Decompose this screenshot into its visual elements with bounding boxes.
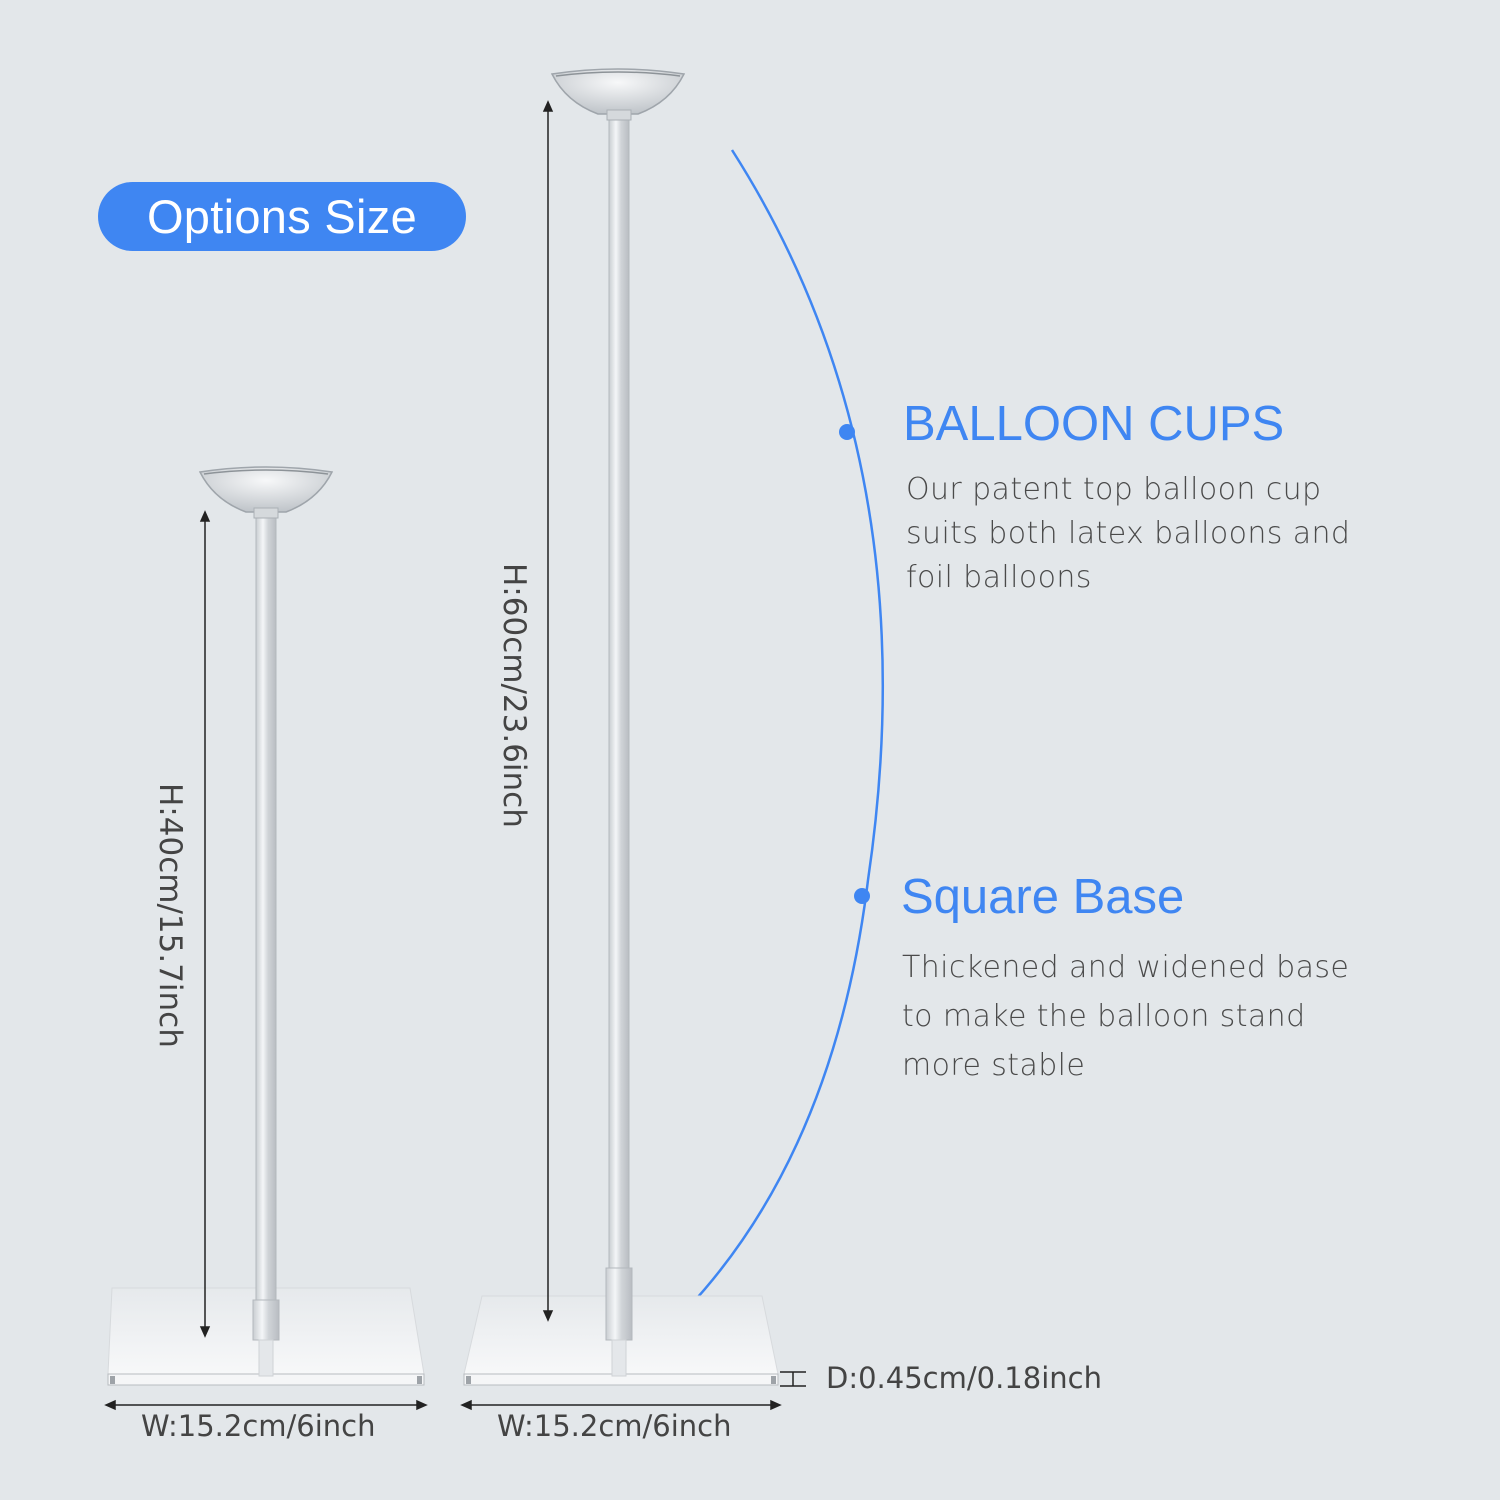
large-stand-pole (605, 117, 633, 1377)
square-base-title: Square Base (901, 870, 1185, 924)
balloon-cups-title: BALLOON CUPS (903, 397, 1285, 451)
square-base-description: Thickened and widened base to make the b… (902, 943, 1349, 1090)
description-line: more stable (902, 1048, 1086, 1083)
small-stand-pole (252, 513, 280, 1377)
large-height-arrow (542, 100, 554, 1322)
small-width-arrow (104, 1399, 428, 1411)
connector-arc (687, 149, 884, 1309)
large-width-arrow (460, 1399, 782, 1411)
base-dot (854, 888, 870, 904)
description-line: to make the balloon stand (902, 999, 1306, 1034)
cups-dot (839, 424, 855, 440)
depth-label: D:0.45cm/0.18inch (826, 1361, 1102, 1395)
description-line: suits both latex balloons and (906, 516, 1351, 551)
description-line: foil balloons (906, 560, 1092, 595)
large-cup-icon (550, 68, 686, 121)
depth-marker (780, 1371, 806, 1387)
large-height-label: H:60cm/23.6inch (496, 563, 532, 828)
small-cup-icon (198, 466, 334, 519)
balloon-cups-description: Our patent top balloon cup suits both la… (906, 468, 1350, 600)
large-width-label: W:15.2cm/6inch (497, 1409, 732, 1443)
description-line: Thickened and widened base (902, 950, 1350, 985)
options-size-badge: Options Size (98, 182, 466, 251)
small-width-label: W:15.2cm/6inch (141, 1409, 376, 1443)
small-height-label: H:40cm/15.7inch (152, 783, 188, 1048)
small-height-arrow (199, 510, 211, 1338)
description-line: Our patent top balloon cup (906, 472, 1322, 507)
